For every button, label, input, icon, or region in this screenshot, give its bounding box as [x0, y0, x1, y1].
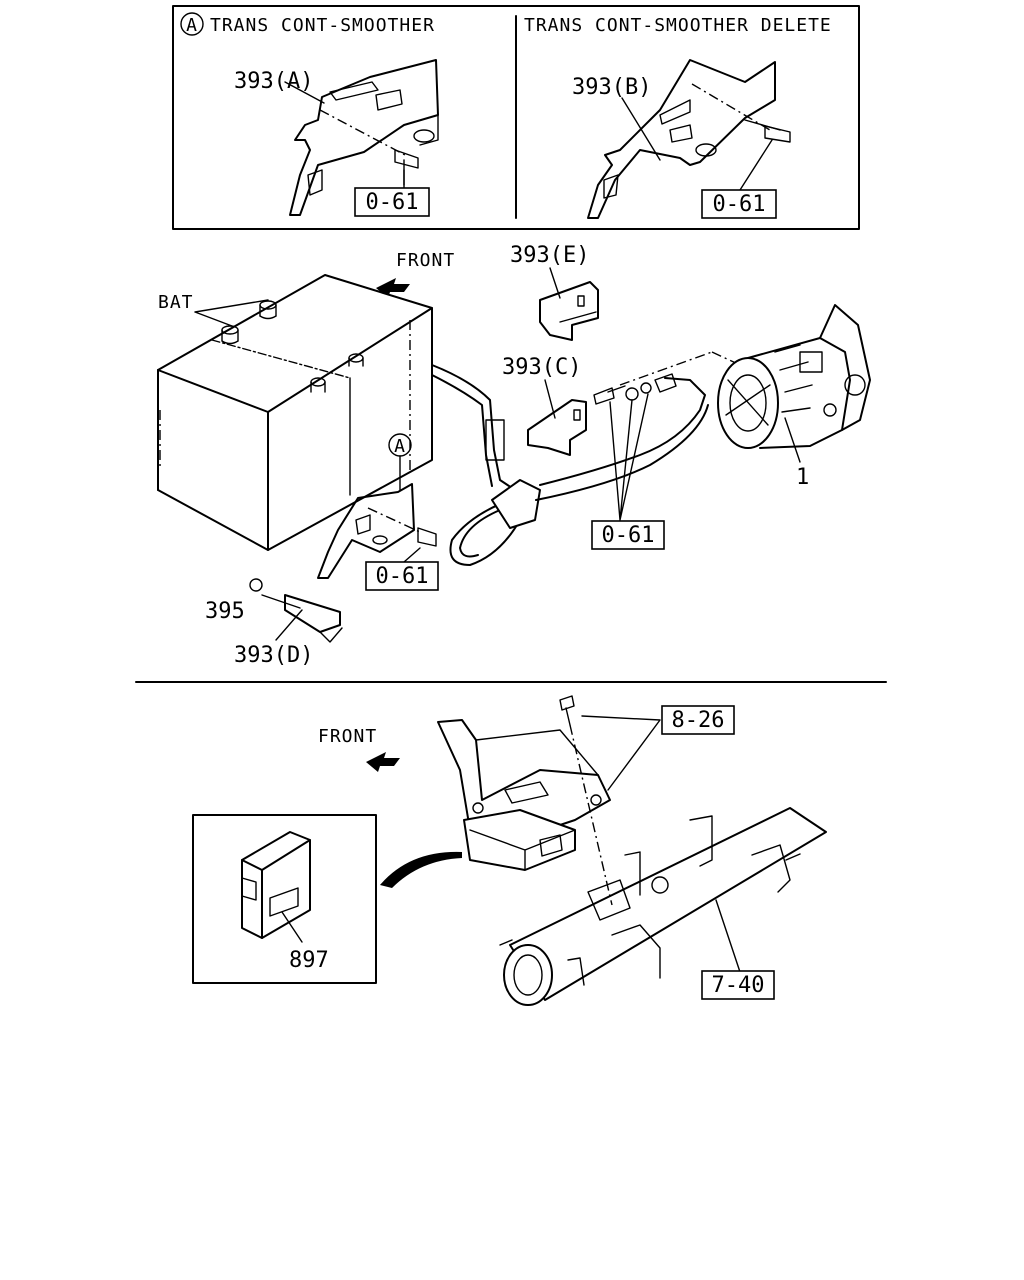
- label-bat: BAT: [158, 292, 194, 313]
- label-393e: 393(E): [510, 243, 589, 268]
- inset-left-title: TRANS CONT-SMOOTHER: [210, 15, 435, 36]
- label-393c: 393(C): [502, 355, 581, 380]
- label-395: 395: [205, 599, 245, 624]
- ref-box-right: [701, 189, 777, 219]
- ref-box-826: [661, 705, 735, 735]
- circle-a-marker-label: A: [394, 436, 406, 457]
- control-unit-897-drawing: [241, 831, 311, 939]
- bracket-393b-drawing: [587, 59, 791, 219]
- bracket-a-middle-drawing: [317, 483, 437, 579]
- label-393a: 393(A): [234, 69, 313, 94]
- ref-box-bracket: [365, 561, 439, 591]
- label-part-1: 1: [796, 465, 809, 490]
- nut-395-icon: [249, 578, 263, 592]
- label-393b: 393(B): [572, 75, 651, 100]
- ref-7-40: 7-40: [712, 973, 765, 998]
- inset-right-title: TRANS CONT-SMOOTHER DELETE: [524, 15, 832, 36]
- label-393d: 393(D): [234, 643, 313, 668]
- bracket-393d-drawing: [249, 578, 343, 643]
- ref-bolts-0-61: 0-61: [602, 523, 655, 548]
- inset-panel: A TRANS CONT-SMOOTHER TRANS CONT-SMOOTHE…: [172, 5, 860, 230]
- callout-arrow-icon: [380, 851, 462, 888]
- front-arrow-bottom-icon: [366, 752, 400, 772]
- mounting-bracket-drawing: [437, 719, 611, 871]
- crossmember-drawing: [499, 807, 827, 1006]
- ref-bracket-0-61: 0-61: [376, 564, 429, 589]
- bracket-393e-drawing: [539, 281, 599, 341]
- front-label-bottom: FRONT: [318, 726, 377, 747]
- ref-box-left: [354, 187, 430, 217]
- battery-cable-drawing: [431, 364, 709, 566]
- label-897: 897: [289, 948, 329, 973]
- inset-circle-label: A: [186, 15, 198, 36]
- starter-motor-drawing: [717, 304, 871, 449]
- battery-cable-section: FRONT BAT A: [157, 243, 871, 668]
- bracket-393c-drawing: [527, 399, 587, 456]
- ref-right-0-61: 0-61: [713, 192, 766, 217]
- ref-box-740: [701, 970, 775, 1000]
- ref-8-26: 8-26: [672, 708, 725, 733]
- circle-a-icon: [180, 12, 204, 36]
- bolt-826-drawing: [559, 695, 613, 906]
- ref-box-bolts: [591, 520, 665, 550]
- detail-box: [192, 814, 377, 984]
- control-unit-section: FRONT 8-26: [192, 695, 827, 1006]
- front-label-middle: FRONT: [396, 250, 455, 271]
- battery-drawing: [157, 274, 433, 551]
- ref-left-0-61: 0-61: [366, 190, 419, 215]
